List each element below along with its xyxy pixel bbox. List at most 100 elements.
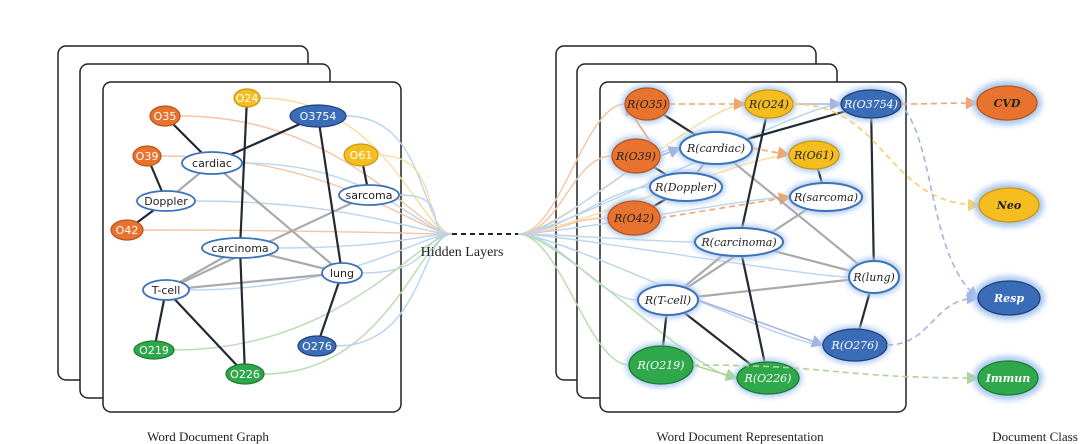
graph-node-label: O61 xyxy=(350,149,373,162)
representation-node-o24: R(O24) xyxy=(742,87,796,121)
representation-node-shape xyxy=(788,140,840,170)
caption-document-class: Document Class xyxy=(992,429,1078,444)
flow-in-o61 xyxy=(377,154,453,235)
graph-edge-lung-o276 xyxy=(315,272,344,347)
class-edge-neo xyxy=(792,103,981,212)
graph-node-label: cardiac xyxy=(192,157,232,170)
graph-node-carcinoma: carcinoma xyxy=(201,237,279,259)
representation-nodes: R(O35) R(O24) R(O3754) R(O39) R(cardiac) R(O6… xyxy=(605,85,904,397)
graph-edge-cardiac-lung xyxy=(211,162,343,274)
flow-out-carcinoma xyxy=(517,233,696,243)
representation-node-label: R(O3754) xyxy=(843,98,898,111)
graph-node-shape xyxy=(338,184,400,206)
representation-edge-o3754-lung xyxy=(869,103,876,278)
graph-edge-carcinoma-o226 xyxy=(238,247,247,375)
representation-node-o42: R(O42) xyxy=(605,198,663,238)
flow-in-o42 xyxy=(142,229,453,235)
class-node-shape xyxy=(977,280,1041,316)
class-node-shape xyxy=(976,85,1038,121)
graph-node-doppler: Doppler xyxy=(136,190,196,212)
graph-node-shape xyxy=(289,104,347,128)
graph-node-label: carcinoma xyxy=(211,242,268,255)
representation-node-o219: R(O219) xyxy=(626,343,696,387)
graph-node-label: O276 xyxy=(302,340,332,353)
graph-node-label: O219 xyxy=(139,344,169,357)
representation-node-label: R(O226) xyxy=(744,372,792,385)
graph-edge-o24-carcinoma xyxy=(238,97,249,249)
flow-in-carcinoma xyxy=(277,233,453,249)
class-node-cvd: CVD xyxy=(972,81,1042,125)
representation-node-shape xyxy=(736,361,800,395)
flow-out-lung xyxy=(517,233,850,278)
graph-node-label: O42 xyxy=(116,224,139,237)
flow-in-o276 xyxy=(335,233,453,347)
graph-edge-t-cell-lung xyxy=(165,271,343,292)
propagation-o42-sarcoma xyxy=(659,192,792,219)
representation-node-label: R(O219) xyxy=(637,359,685,372)
representation-edge-cardiac-lung xyxy=(715,147,875,278)
representation-node-o39: R(O39) xyxy=(609,136,663,176)
representation-node-label: R(lung) xyxy=(852,271,895,284)
representation-node-shape xyxy=(607,200,661,236)
graph-node-o276: O276 xyxy=(297,335,337,357)
graph-node-cardiac: cardiac xyxy=(181,151,243,175)
representation-node-shape xyxy=(789,182,863,212)
representation-node-doppler: R(Doppler) xyxy=(647,170,725,204)
class-node-label: Resp xyxy=(993,292,1024,305)
graph-node-o39: O39 xyxy=(132,145,162,167)
flow-out-o219 xyxy=(517,233,630,366)
representation-node-shape xyxy=(611,138,661,174)
graph-node-o42: O42 xyxy=(110,219,144,241)
representation-node-label: R(sarcoma) xyxy=(793,191,858,204)
class-node-neo: Neo xyxy=(974,183,1044,227)
flow-in-sarcoma xyxy=(398,194,453,235)
representation-node-o226: R(O226) xyxy=(734,359,802,397)
graph-edge-t-cell-o226 xyxy=(165,289,246,375)
graph-node-label: O226 xyxy=(230,368,260,381)
flow-out-cardiac xyxy=(517,147,681,235)
representation-node-label: R(carcinoma) xyxy=(700,236,776,249)
representation-node-shape xyxy=(848,260,900,294)
graph-node-label: O39 xyxy=(136,150,159,163)
graph-node-o61: O61 xyxy=(343,143,379,167)
flow-in-t-cell xyxy=(188,233,453,291)
graph-node-shape xyxy=(343,143,379,167)
representation-node-shape xyxy=(694,227,784,257)
caption-hidden-layers: Hidden Layers xyxy=(421,245,504,260)
flow-in-doppler xyxy=(194,200,453,235)
graph-node-o3754: O3754 xyxy=(289,104,347,128)
graph-node-label: Doppler xyxy=(144,195,188,208)
representation-node-o61: R(O61) xyxy=(786,138,842,172)
representation-node-t-cell: R(T-cell) xyxy=(635,282,701,318)
representation-node-label: R(O39) xyxy=(615,150,656,163)
propagation-cardiac-o61 xyxy=(751,146,791,160)
graph-node-o226: O226 xyxy=(225,363,265,385)
graph-node-label: O24 xyxy=(236,92,259,105)
representation-node-label: R(cardiac) xyxy=(686,142,745,155)
graph-node-label: T-cell xyxy=(151,284,181,297)
representation-node-label: R(Doppler) xyxy=(654,181,717,194)
representation-node-shape xyxy=(649,172,723,202)
representation-node-shape xyxy=(624,87,670,121)
graph-node-shape xyxy=(133,340,175,360)
graph-edge-o3754-lung xyxy=(316,115,344,274)
graph-node-shape xyxy=(297,335,337,357)
class-edge-resp xyxy=(886,291,980,346)
caption-word-document-representation: Word Document Representation xyxy=(656,429,824,444)
graph-node-shape xyxy=(201,237,279,259)
class-node-label: Immun xyxy=(985,372,1030,385)
representation-node-label: R(O35) xyxy=(626,98,667,111)
graph-node-shape xyxy=(181,151,243,175)
representation-node-o3754: R(O3754) xyxy=(838,87,904,121)
graph-node-shape xyxy=(233,88,261,108)
flow-out-o39 xyxy=(517,155,613,235)
graph-node-o219: O219 xyxy=(133,340,175,360)
representation-node-label: R(O42) xyxy=(613,212,654,225)
representation-node-cardiac: R(cardiac) xyxy=(677,129,755,167)
classification-edges xyxy=(692,96,981,385)
propagation-t-cell-o276 xyxy=(697,299,825,348)
flow-out-doppler xyxy=(517,186,651,235)
class-edge-o3754-resp xyxy=(904,109,980,299)
